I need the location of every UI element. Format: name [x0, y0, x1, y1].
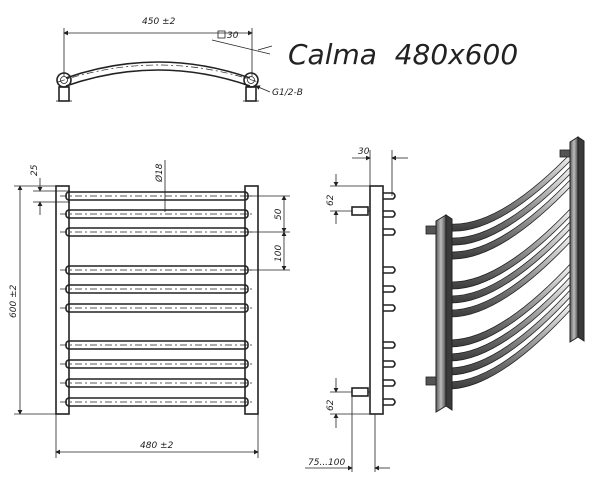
upper-offset-label: 62 — [326, 194, 336, 206]
side-stud — [383, 398, 396, 406]
square-label: 30 — [227, 31, 239, 41]
side-stud — [383, 341, 396, 349]
side-stud — [383, 228, 396, 236]
width-label: 480 ±2 — [140, 441, 174, 451]
spacing-small-label: 50 — [274, 208, 284, 220]
perspective-view — [425, 136, 585, 413]
side-stud — [383, 285, 396, 293]
side-stud — [383, 379, 396, 387]
top-width-label: 450 ±2 — [142, 17, 176, 27]
spacing-large-label: 100 — [274, 245, 284, 262]
side-stud — [383, 360, 396, 368]
edge-offset-label: 25 — [30, 164, 40, 176]
wall-distance-label: 75...100 — [308, 458, 345, 468]
side-stud — [383, 304, 396, 312]
side-depth-label: 30 — [358, 147, 370, 157]
height-label: 600 ±2 — [9, 284, 19, 318]
side-view: 30 62 62 75...100 — [305, 147, 408, 472]
side-stud — [383, 210, 396, 218]
diameter-label: Ø18 — [154, 163, 165, 183]
side-stud — [383, 192, 396, 200]
lower-offset-label: 62 — [326, 399, 336, 411]
front-view: 25 600 ±2 Ø18 50 100 480 ±2 — [9, 160, 290, 458]
thread-label: G1/2-B — [272, 88, 303, 98]
top-view: 450 ±2 30 G1/2-B — [56, 17, 303, 102]
side-stud — [383, 266, 396, 274]
product-title: Calma 480x600 — [288, 38, 518, 71]
